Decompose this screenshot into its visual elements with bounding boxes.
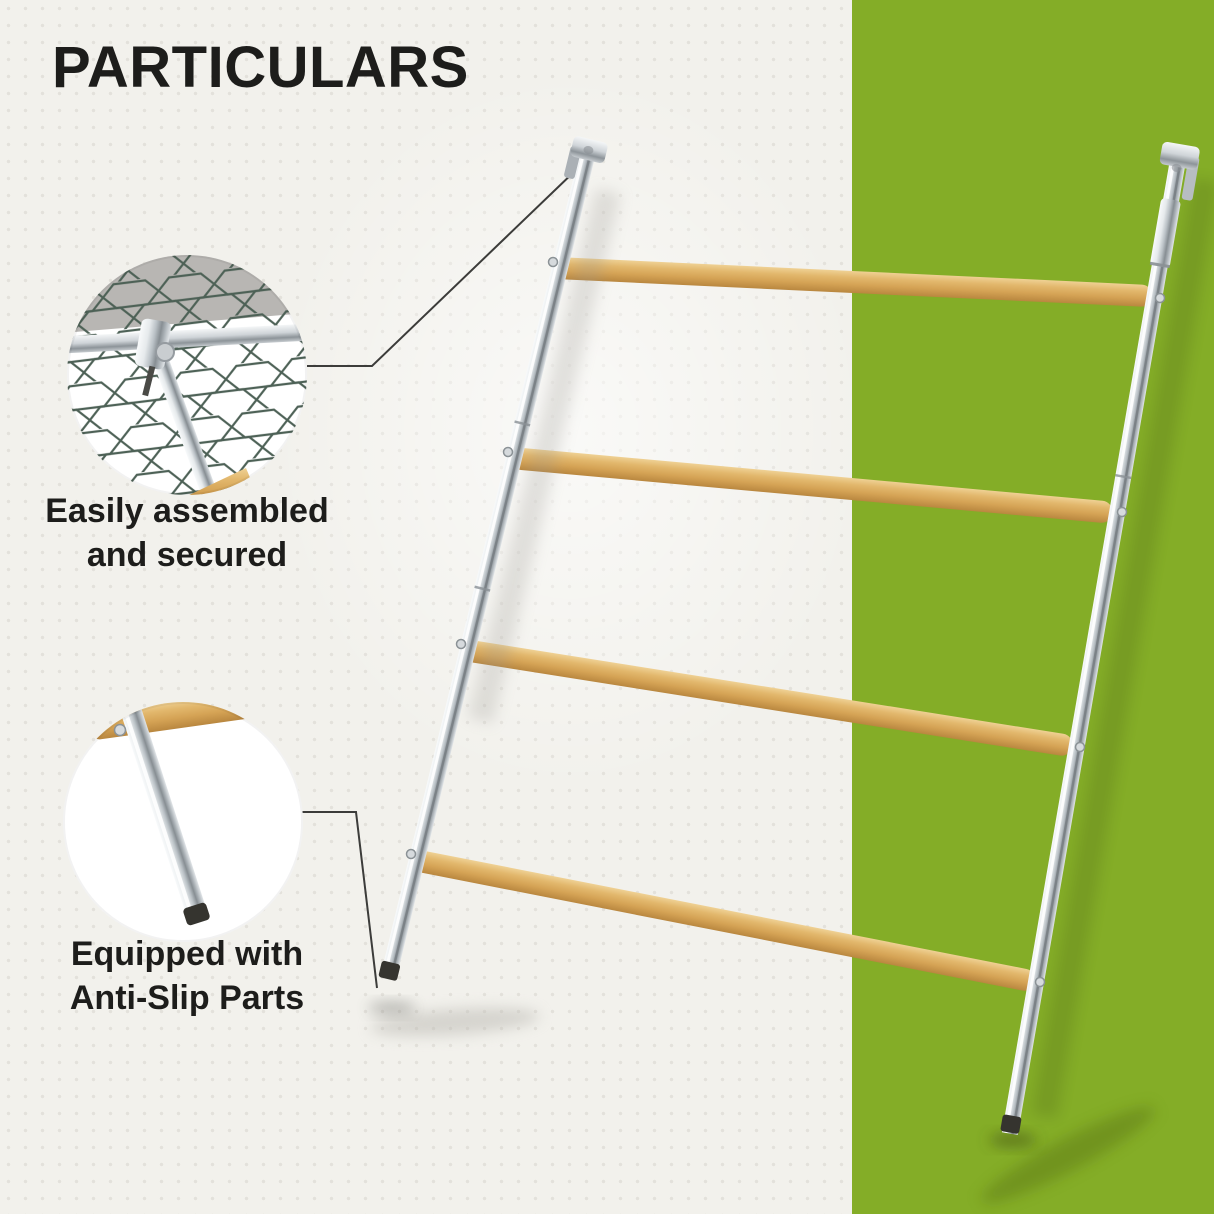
hook-diagonal-tube xyxy=(150,349,217,495)
cast-shadows xyxy=(368,1002,1155,1204)
page-title: PARTICULARS xyxy=(52,35,469,100)
left-rail xyxy=(378,136,622,981)
right-rail xyxy=(1000,141,1214,1135)
leader-line-assembly xyxy=(307,167,579,367)
callout-antislip-line2: Anti-Slip Parts xyxy=(69,979,305,1018)
anti-slip-foot-right xyxy=(1000,1114,1022,1134)
callout-assembly-line1: Easily assembled xyxy=(45,492,329,530)
callout-assembly-line2: and secured xyxy=(86,536,288,575)
detail-circle-assembly xyxy=(67,255,307,495)
ladder-graphic xyxy=(378,136,1214,1135)
rung-3 xyxy=(463,640,1073,756)
hook-top-bar xyxy=(67,323,307,354)
callout-antislip-line1: Equipped with xyxy=(70,935,304,973)
wood-rung-edge xyxy=(185,468,258,495)
anti-slip-foot-left xyxy=(378,960,401,981)
detail-circle-foot xyxy=(63,702,303,942)
rung-1 xyxy=(555,257,1153,307)
hook-rivet xyxy=(155,342,175,362)
rung-screws xyxy=(405,256,1166,988)
anti-slip-cap-closeup xyxy=(183,902,210,926)
callout-antislip-label: Equipped with Anti-Slip Parts xyxy=(14,932,360,1020)
hanging-hook-left xyxy=(564,136,608,179)
leg-screw xyxy=(113,723,127,737)
leader-line-foot xyxy=(300,811,378,989)
callout-assembly-label: Easily assembled and secured xyxy=(14,489,360,577)
hanging-hook-right xyxy=(1159,141,1200,201)
rung-4 xyxy=(413,851,1036,991)
rung-2 xyxy=(510,447,1113,523)
